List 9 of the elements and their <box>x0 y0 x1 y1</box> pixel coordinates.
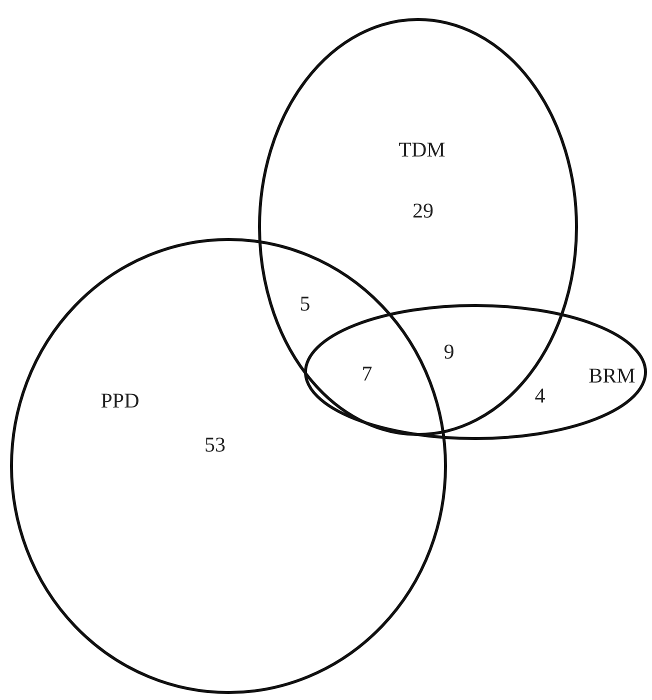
set-label: TDM <box>398 140 446 160</box>
region-count: 7 <box>362 364 372 384</box>
set-label: BRM <box>588 366 636 386</box>
region-count: 4 <box>534 386 546 406</box>
region-count: 5 <box>300 294 310 314</box>
region-count: 9 <box>444 342 454 362</box>
region-count: 53 <box>204 434 226 456</box>
set-label: PPD <box>100 390 140 412</box>
region-count: 29 <box>412 200 434 222</box>
